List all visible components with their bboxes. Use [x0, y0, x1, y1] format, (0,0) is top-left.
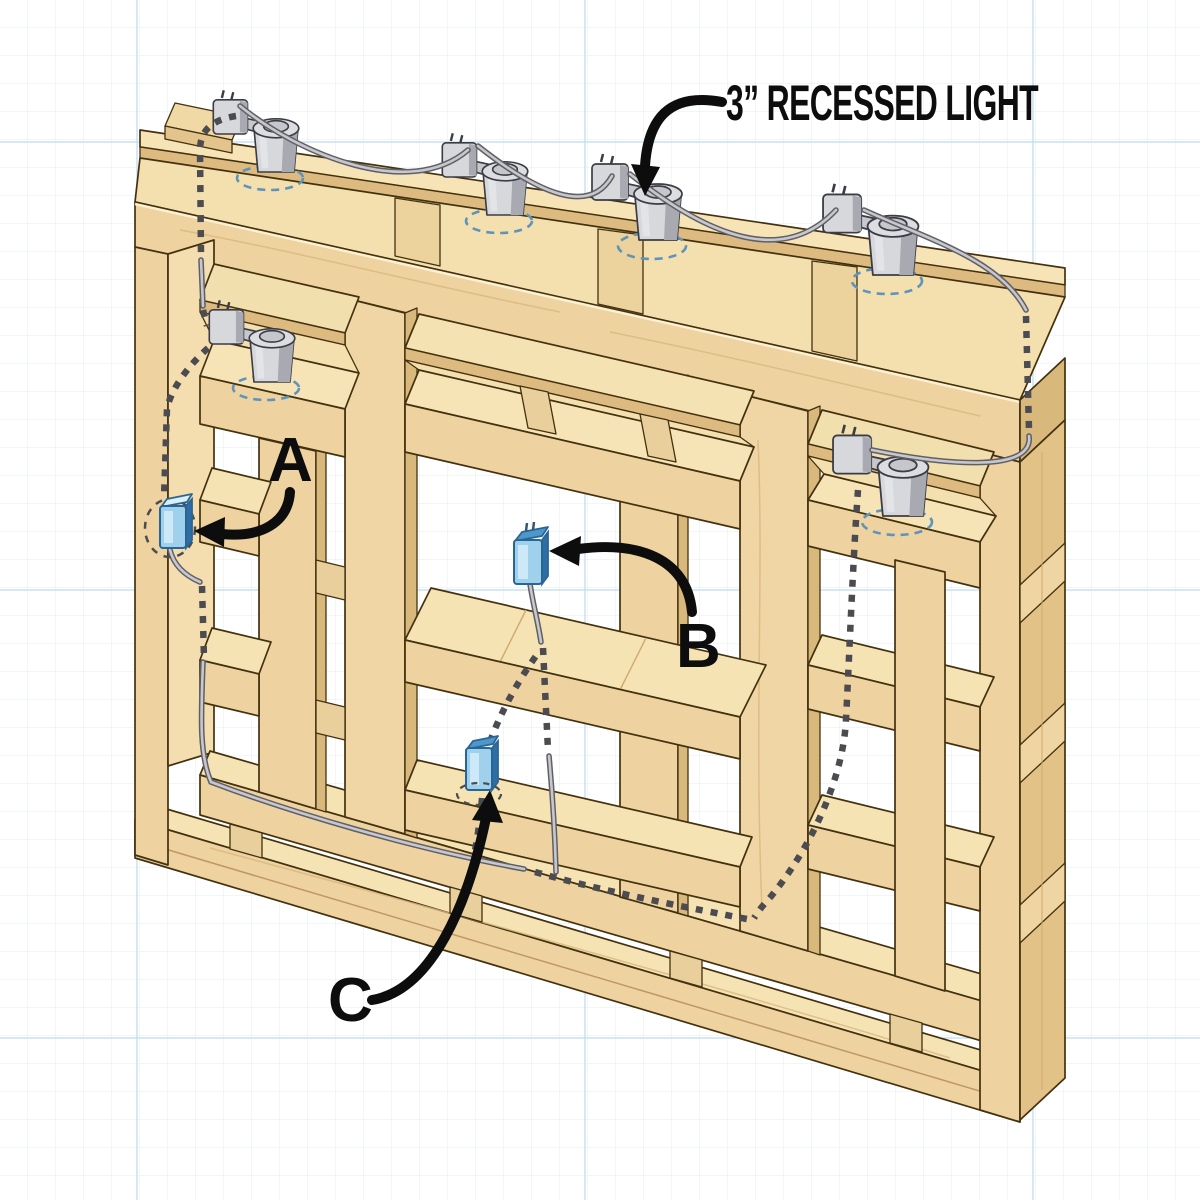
- stud: [894, 559, 946, 992]
- top-cavity-block: [394, 197, 441, 267]
- hidden-cable: [751, 489, 862, 920]
- left-band-rail-front: [199, 375, 346, 458]
- callout-arrow-b: [573, 542, 697, 617]
- hidden-cable: [196, 112, 237, 257]
- right-band-rail-front: [807, 499, 981, 589]
- diagram-title: 3” RECESSED LIGHT: [726, 75, 1038, 131]
- callout-label-c: C: [328, 966, 373, 1035]
- callout-label-a: A: [268, 426, 313, 495]
- callout-label-b: B: [676, 612, 721, 681]
- shelf-front: [404, 639, 741, 760]
- arrowhead-a-icon: [194, 517, 225, 547]
- hidden-cable: [486, 654, 539, 744]
- hidden-cable: [1022, 315, 1033, 431]
- box-c-dashed-outline: [455, 781, 503, 807]
- light-hole-dashed: [235, 164, 305, 192]
- arrowhead-b-icon: [549, 536, 581, 566]
- blocking: [315, 699, 346, 741]
- title-arrowhead-icon: [631, 164, 660, 196]
- top-cavity-block: [811, 260, 858, 362]
- electrical-box-a: [159, 493, 193, 551]
- hidden-cable: [534, 868, 753, 924]
- mid-band-block: [519, 385, 557, 435]
- callout-arrow-a: [217, 487, 295, 540]
- annotations: 3” RECESSED LIGHT A B C: [194, 75, 1039, 1035]
- mid-band-block: [639, 413, 677, 463]
- electrical-box-b: [513, 521, 549, 587]
- hidden-cable: [539, 647, 552, 751]
- light-hole-dashed: [464, 207, 534, 235]
- right-post-front: [979, 451, 1021, 1123]
- light-hole-dashed: [231, 374, 301, 402]
- cable-runs: [160, 103, 1033, 924]
- callout-arrow-c: [367, 813, 491, 1005]
- hidden-cable: [199, 309, 211, 327]
- bottom-block: [889, 1013, 923, 1053]
- exposed-cable: [167, 103, 1032, 875]
- arrowhead-c-icon: [472, 790, 503, 823]
- electrical-boxes: [143, 493, 549, 807]
- hidden-cable: [198, 585, 208, 659]
- stud-side: [315, 447, 327, 813]
- mid-band-rail-front: [404, 403, 741, 530]
- top-cavity-block: [597, 228, 644, 315]
- blocking: [315, 559, 346, 601]
- left-post-front: [134, 246, 169, 866]
- title-callout-arrow: [640, 95, 727, 171]
- bottom-block: [229, 823, 263, 859]
- electrical-box-c: [465, 735, 499, 793]
- bottom-block: [669, 950, 703, 988]
